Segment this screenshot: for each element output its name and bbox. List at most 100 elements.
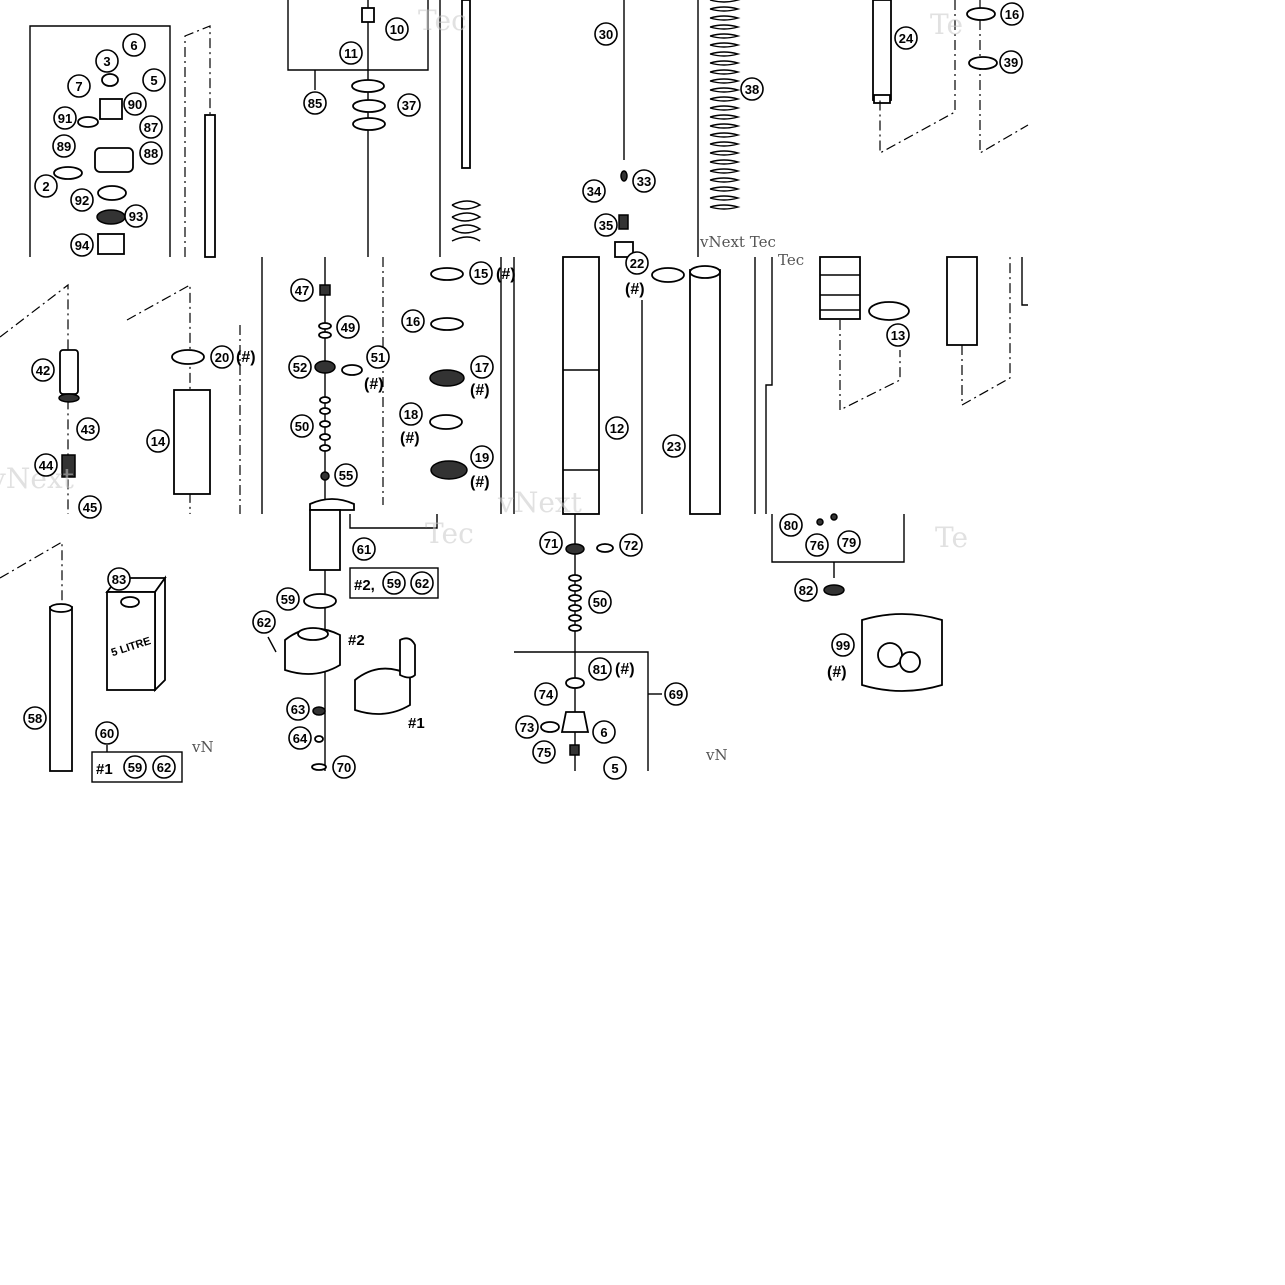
- callout-number: 13: [891, 328, 905, 343]
- callout-55: 55: [334, 463, 358, 487]
- hash-marker: (#): [470, 474, 490, 491]
- callout-number: 16: [406, 314, 420, 329]
- bag-item: [899, 651, 921, 673]
- callout-circle: [594, 22, 618, 46]
- tile-bottom-right: Te: [771, 513, 968, 692]
- callout-circle: [632, 169, 656, 193]
- bushing-part: [430, 267, 464, 281]
- nut-part: [312, 706, 326, 716]
- callout-number: 59: [387, 576, 401, 591]
- callout-circle: [67, 74, 91, 98]
- inner-tube: [689, 269, 721, 515]
- callout-50: 50: [588, 590, 612, 614]
- shim-part: [319, 444, 331, 452]
- callout-circle: [385, 17, 409, 41]
- damper-rod: [461, 0, 471, 169]
- callout-number: 39: [1004, 55, 1018, 70]
- tile-top-mid-right: vNext Tec: [614, 0, 776, 258]
- callout-circle: [139, 115, 163, 139]
- callout-58: 58: [23, 706, 47, 730]
- fork-cap-part: [94, 147, 134, 173]
- shim-part: [319, 396, 331, 404]
- callout-circle: [252, 610, 276, 634]
- hash-marker: (#): [827, 664, 847, 681]
- callout-circle: [31, 358, 55, 382]
- callout-circle: [52, 134, 76, 158]
- hash-marker: (#): [496, 266, 516, 283]
- fork-spring-part: [709, 0, 741, 210]
- washer-part: [318, 331, 332, 339]
- callout-43: 43: [76, 417, 100, 441]
- callout-number: 7: [75, 79, 82, 94]
- callout-17: 17: [470, 355, 494, 379]
- callout-circle: [290, 278, 314, 302]
- watermark: vN: [705, 746, 728, 764]
- watermark: vNext: [497, 486, 583, 519]
- callout-89: 89: [52, 134, 76, 158]
- callout-2: 2: [34, 174, 58, 198]
- shim-part: [568, 624, 582, 632]
- callout-94: 94: [70, 233, 94, 257]
- bag-item: [877, 642, 903, 668]
- callout-number: 20: [215, 350, 229, 365]
- callout-circle: [332, 755, 356, 779]
- callout-number: 63: [291, 702, 305, 717]
- callout-circle: [625, 251, 649, 275]
- callout-80: 80: [779, 513, 803, 537]
- callout-number: 6: [600, 725, 607, 740]
- tube-part: [946, 256, 978, 346]
- callout-74: 74: [534, 682, 558, 706]
- callout-number: 23: [667, 439, 681, 454]
- callout-circle: [95, 721, 119, 745]
- callout-47: 47: [290, 278, 314, 302]
- callout-number: 82: [799, 583, 813, 598]
- washer-part: [351, 79, 385, 93]
- callout-number: 59: [128, 760, 142, 775]
- callout-number: 17: [475, 360, 489, 375]
- o-ring-part: [77, 116, 99, 128]
- o-ring-part: [565, 677, 585, 689]
- callout-circle: [123, 755, 147, 779]
- callout-circle: [210, 345, 234, 369]
- valve-body-part: [560, 711, 590, 733]
- dash-outline: [0, 283, 69, 514]
- callout-number: 64: [293, 731, 308, 746]
- clamp-bore: [297, 627, 329, 641]
- seal-part: [968, 56, 998, 70]
- damper-tube: [49, 606, 73, 772]
- tile-top-right: Te: [872, 0, 1029, 155]
- tube-end: [873, 94, 891, 104]
- callout-circle: [339, 41, 363, 65]
- callout-99: 99: [831, 633, 855, 657]
- callout-circle: [594, 213, 618, 237]
- kit-set-label: #2,: [354, 577, 375, 594]
- callout-70: 70: [332, 755, 356, 779]
- callout-85: 85: [303, 91, 327, 115]
- callout-circle: [470, 445, 494, 469]
- callout-83: 83: [107, 567, 131, 591]
- callout-16: 16: [1000, 2, 1024, 26]
- callout-number: 49: [341, 320, 355, 335]
- guide-bushing: [173, 389, 211, 495]
- callout-circle: [588, 590, 612, 614]
- callout-51: 51: [366, 345, 390, 369]
- callout-circle: [470, 355, 494, 379]
- watermark: Tec: [425, 517, 474, 550]
- shim-part: [319, 407, 331, 415]
- callout-10: 10: [385, 17, 409, 41]
- damper-rod: [204, 114, 216, 258]
- hash-marker: (#): [625, 281, 645, 298]
- callout-number: 12: [610, 421, 624, 436]
- callout-number: 94: [75, 238, 90, 253]
- kit-box: [349, 567, 439, 599]
- nut-part: [320, 471, 330, 481]
- callout-circle: [23, 706, 47, 730]
- spring-small-part: [61, 454, 76, 478]
- callout-number: 81: [593, 662, 607, 677]
- callout-59: 59: [382, 571, 406, 595]
- callout-number: 72: [624, 538, 638, 553]
- callout-87: 87: [139, 115, 163, 139]
- o-ring-part: [303, 593, 337, 609]
- callout-number: 58: [28, 711, 42, 726]
- adjuster-part: [99, 98, 123, 120]
